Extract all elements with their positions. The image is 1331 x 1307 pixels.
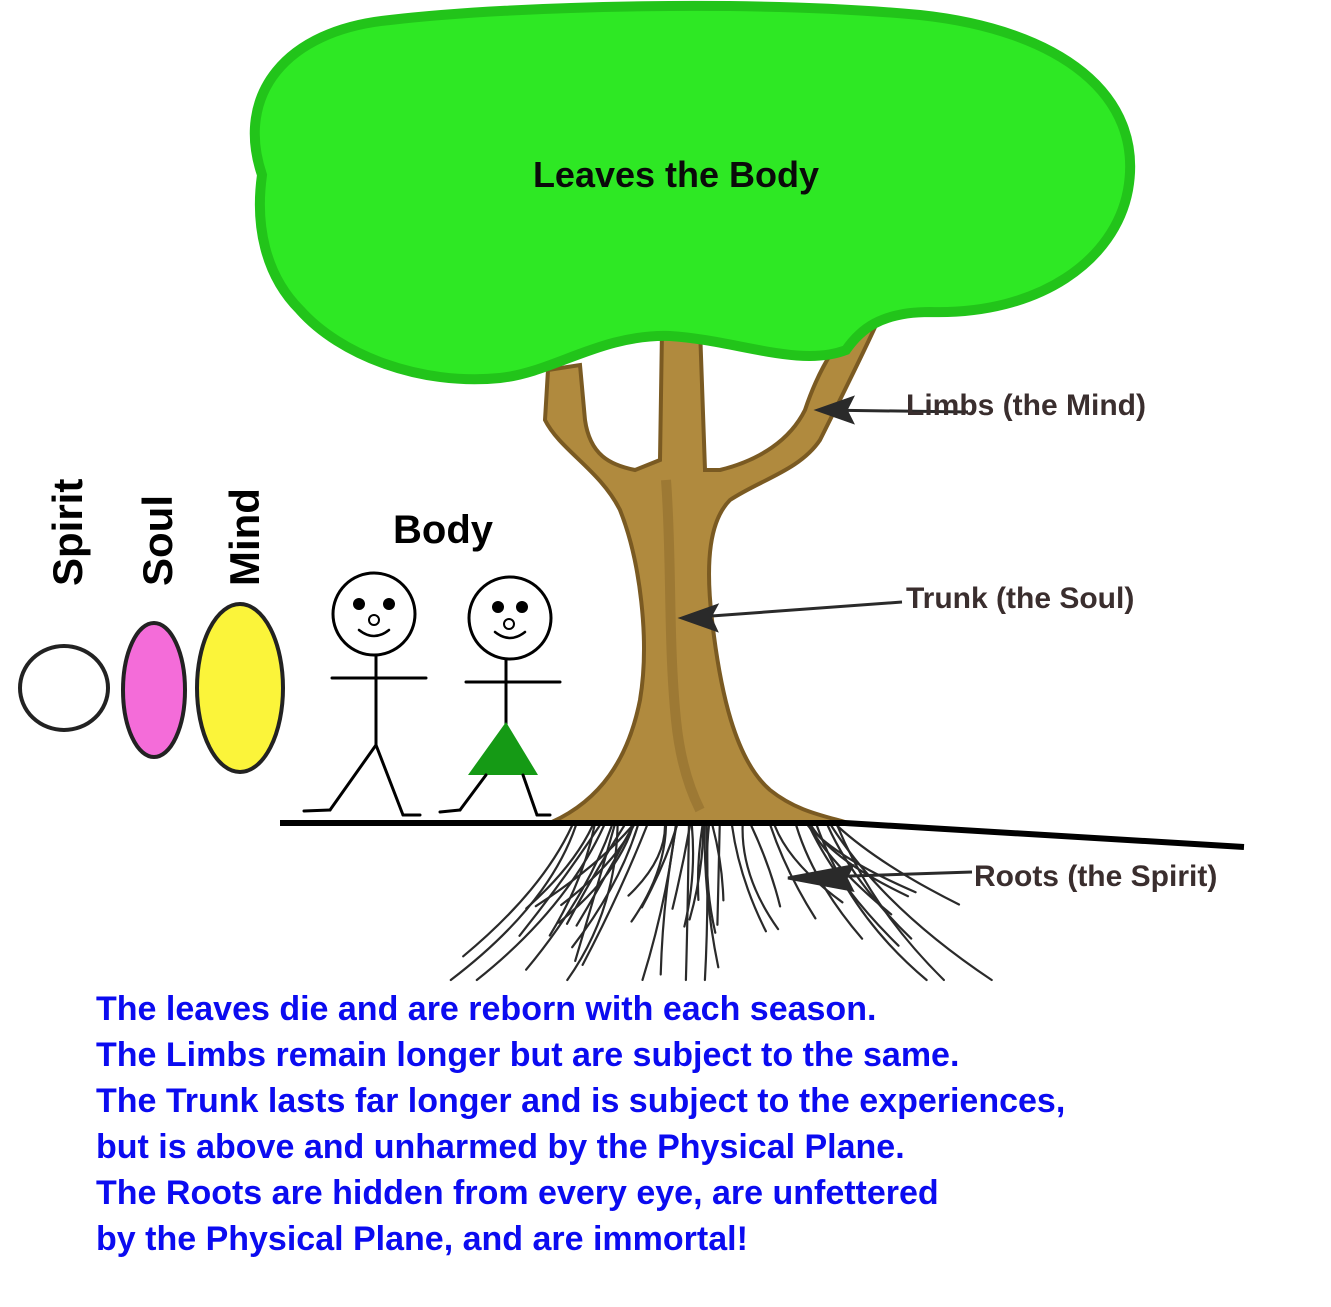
- root-strand: [696, 824, 704, 901]
- caption-line: The Trunk lasts far longer and is subjec…: [96, 1082, 1066, 1120]
- root-strand: [449, 824, 577, 982]
- stick-figure-female: [438, 575, 562, 817]
- root-strand: [836, 824, 945, 982]
- caption-line: The leaves die and are reborn with each …: [96, 990, 877, 1028]
- caption-line: The Roots are hidden from every eye, are…: [96, 1174, 939, 1212]
- caption-line: but is above and unharmed by the Physica…: [96, 1128, 905, 1166]
- root-strand: [566, 824, 619, 982]
- roots-label: Roots (the Spirit): [974, 860, 1217, 893]
- body-label: Body: [393, 508, 494, 552]
- stick-figure-icon: [331, 571, 417, 657]
- roots-pointer: [787, 863, 973, 893]
- root-strand: [836, 824, 961, 906]
- root-strand: [641, 824, 677, 981]
- arrow-left-icon: [677, 603, 720, 633]
- tree-trunk: [542, 322, 880, 824]
- trunk-pointer: [677, 600, 903, 633]
- canopy-label: Leaves the Body: [533, 154, 819, 195]
- root-strand: [525, 824, 613, 971]
- soul-label: Soul: [134, 495, 181, 586]
- root-strand: [711, 824, 725, 902]
- tree-canopy: [249, 0, 1136, 385]
- root-strand: [640, 824, 678, 909]
- root-strand: [581, 824, 648, 966]
- caption-line: The Limbs remain longer but are subject …: [96, 1036, 960, 1074]
- root-strand: [630, 824, 668, 923]
- trunk-shape: [542, 322, 880, 824]
- root-strand: [750, 824, 782, 908]
- root-strand: [462, 824, 573, 958]
- spirit-oval: [18, 644, 110, 732]
- root-strand: [525, 824, 594, 910]
- mind-oval: [195, 602, 285, 774]
- stick-figure-male: [302, 571, 428, 817]
- tree-roots: [449, 824, 993, 982]
- root-strand: [557, 824, 634, 924]
- root-strand: [703, 824, 720, 969]
- trunk-grain: [661, 479, 705, 813]
- root-strand: [518, 824, 601, 937]
- root-strand: [705, 824, 717, 934]
- root-strand: [475, 824, 605, 982]
- arrow-left-icon: [787, 863, 855, 893]
- arrow-left-icon: [813, 395, 856, 425]
- root-strand: [574, 824, 616, 962]
- root-strand: [716, 824, 721, 926]
- dress-triangle: [468, 722, 538, 775]
- caption-text: The leaves die and are reborn with each …: [96, 986, 1296, 1262]
- root-strand: [731, 824, 767, 933]
- root-strand: [810, 824, 910, 898]
- trunk-label: Trunk (the Soul): [906, 582, 1134, 615]
- limbs-label: Limbs (the Mind): [906, 389, 1146, 422]
- root-strand: [773, 824, 844, 904]
- soul-oval: [121, 621, 187, 759]
- root-strand: [571, 824, 639, 949]
- limbs-pointer: [813, 395, 969, 425]
- caption-line: by the Physical Plane, and are immortal!: [96, 1220, 748, 1258]
- mind-label: Mind: [221, 488, 268, 586]
- root-strand: [684, 824, 690, 982]
- root-strand: [826, 824, 913, 940]
- root-strand: [769, 824, 817, 920]
- root-strand: [741, 824, 780, 931]
- root-strand: [688, 824, 705, 921]
- ground-line: [280, 820, 1245, 850]
- stick-figure-icon: [467, 575, 553, 661]
- spirit-label: Spirit: [44, 479, 91, 586]
- root-strand: [815, 824, 928, 982]
- root-strand: [565, 824, 626, 925]
